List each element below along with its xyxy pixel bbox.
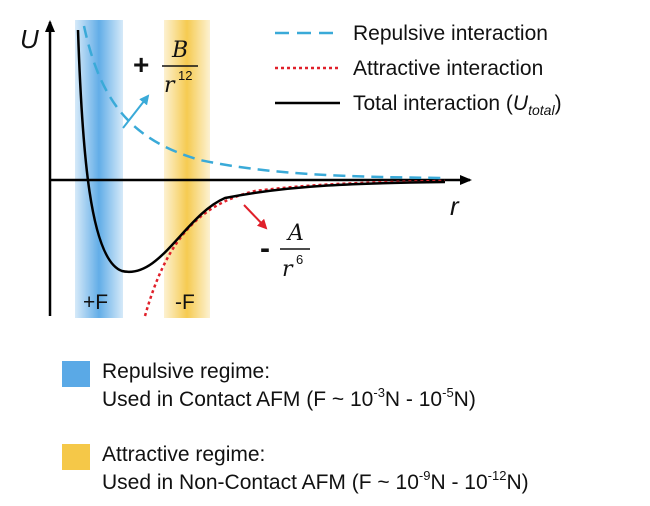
regime-repulsive-title: Repulsive regime:: [102, 360, 271, 383]
regime-attractive-text: Attractive regime: Used in Non-Contact A…: [102, 441, 529, 497]
attractive-band: [164, 20, 210, 318]
repulsive-band: [75, 20, 123, 318]
repulsive-term-arrow: [122, 94, 150, 129]
regime-repulsive-text: Repulsive regime: Used in Contact AFM (F…: [102, 358, 476, 414]
curve-legend: Repulsive interaction Attractive interac…: [275, 22, 562, 118]
attractive-term-exponent: 6: [296, 252, 303, 267]
repulsive-term-sign: +: [133, 49, 149, 80]
total-curve: [76, 29, 446, 274]
repulsive-term-numerator: B: [171, 38, 188, 63]
legend-total-label: Total interaction (Utotal): [353, 92, 562, 118]
attractive-term-denominator: r: [282, 257, 294, 282]
legend-total-sub: total: [528, 102, 555, 118]
repulsive-term-exponent: 12: [178, 68, 192, 83]
attractive-band-label: -F: [175, 291, 195, 314]
legend-total-suffix: ): [555, 92, 562, 115]
attractive-term-arrow: [243, 204, 268, 230]
regime-repulsive-swatch: [62, 361, 90, 387]
legend-total-var: U: [513, 92, 529, 115]
x-axis-label: r: [450, 191, 460, 221]
legend-total-prefix: Total interaction (: [353, 92, 513, 115]
y-axis-label: U: [20, 24, 39, 54]
legend-attractive-label: Attractive interaction: [353, 57, 543, 80]
repulsive-term-denominator: r: [164, 73, 176, 98]
regime-repulsive-desc: Used in Contact AFM (F ~ 10-3N - 10-5N): [102, 385, 476, 411]
regime-attractive-desc: Used in Non-Contact AFM (F ~ 10-9N - 10-…: [102, 468, 529, 494]
regime-attractive-title: Attractive regime:: [102, 443, 266, 466]
attractive-term-sign: -: [260, 232, 270, 265]
attractive-term-numerator: A: [286, 221, 304, 246]
regime-attractive-swatch: [62, 444, 90, 470]
repulsive-curve: [82, 25, 446, 180]
legend-repulsive-label: Repulsive interaction: [353, 22, 548, 45]
repulsive-band-label: +F: [83, 291, 108, 314]
